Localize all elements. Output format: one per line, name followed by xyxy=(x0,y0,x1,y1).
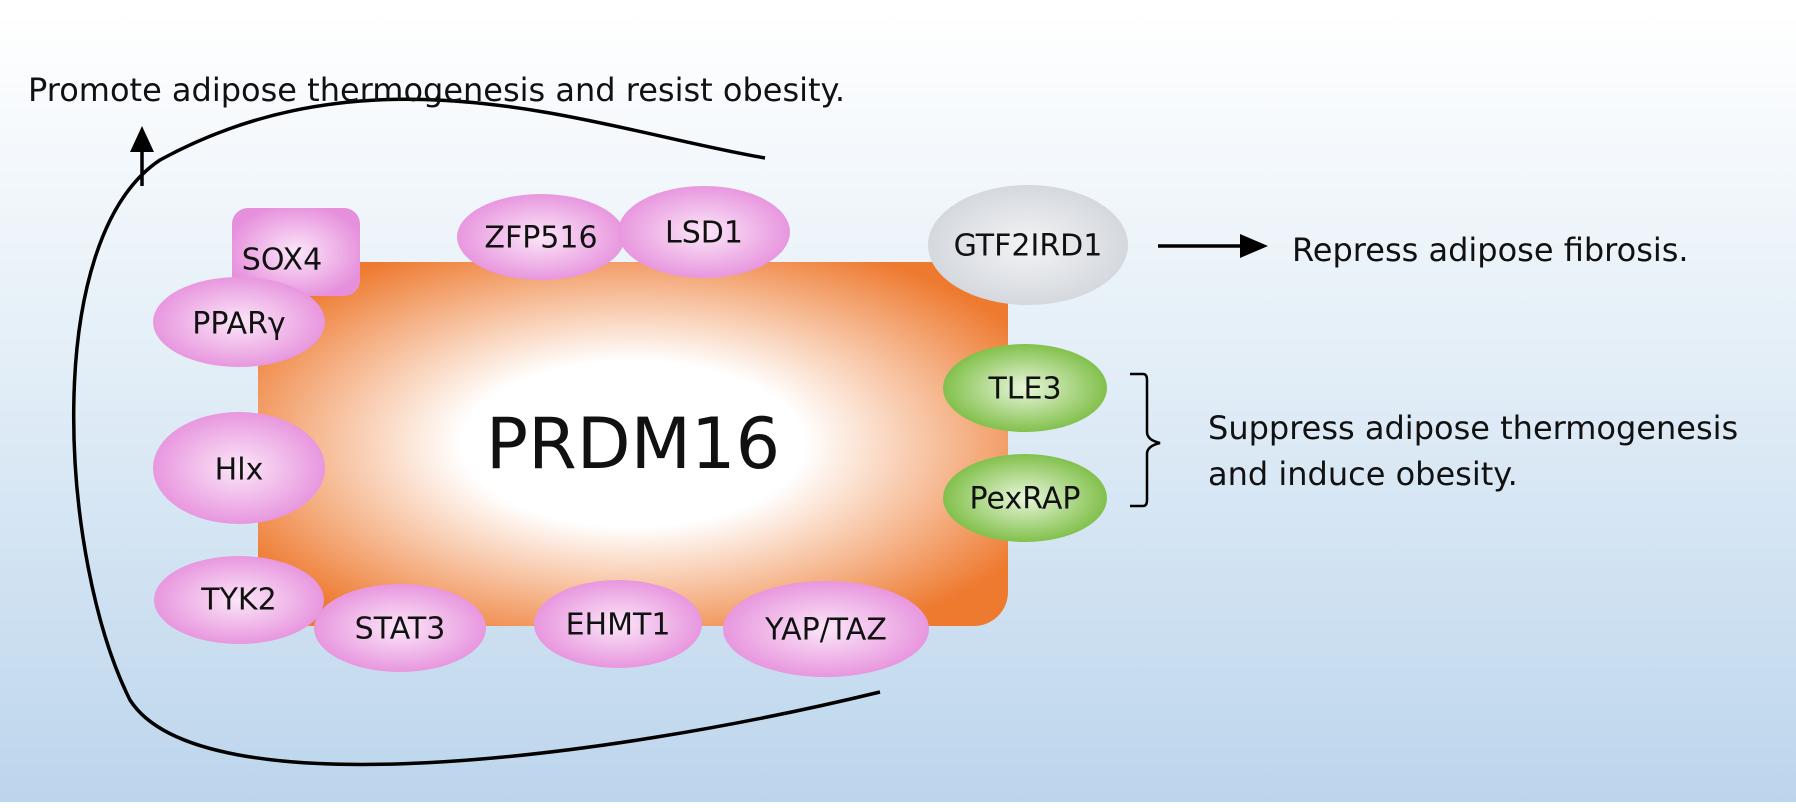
ehmt1-label: EHMT1 xyxy=(566,608,671,643)
sox4-label: SOX4 xyxy=(242,243,322,278)
yaptaz-node xyxy=(723,581,929,677)
stat3-node xyxy=(314,584,486,672)
yaptaz-label: YAP/TAZ xyxy=(764,613,887,648)
fibrosis-text: Repress adipose fibrosis. xyxy=(1292,231,1689,269)
lsd1-node xyxy=(618,186,790,278)
tle3-node xyxy=(943,344,1107,432)
tyk2-label: TYK2 xyxy=(200,583,276,618)
hlx-node xyxy=(153,412,325,524)
sox4-node xyxy=(232,208,360,296)
feedback-loop-curve xyxy=(71,97,881,767)
ppar-node xyxy=(153,277,325,367)
top-heading: Promote adipose thermogenesis and resist… xyxy=(28,71,845,109)
tle3-pexrap-bracket xyxy=(1130,372,1161,508)
suppress-text-line2: and induce obesity. xyxy=(1208,455,1518,493)
tle3-label: TLE3 xyxy=(987,372,1061,407)
prdm16-core-box xyxy=(258,262,1008,626)
ppar-label: PPARγ xyxy=(192,307,285,342)
gtf2ird1-label: GTF2IRD1 xyxy=(954,229,1103,264)
zfp516-node xyxy=(457,194,625,280)
gtf2ird1-node xyxy=(928,185,1128,305)
pexrap-node xyxy=(943,454,1107,542)
stat3-label: STAT3 xyxy=(355,612,446,647)
suppress-text-line1: Suppress adipose thermogenesis xyxy=(1208,409,1738,447)
ehmt1-node xyxy=(534,580,702,668)
tyk2-node xyxy=(154,556,324,644)
hlx-label: Hlx xyxy=(215,453,264,488)
pexrap-label: PexRAP xyxy=(970,482,1081,517)
lsd1-label: LSD1 xyxy=(665,216,743,251)
prdm16-label: PRDM16 xyxy=(486,403,780,485)
zfp516-label: ZFP516 xyxy=(484,221,597,256)
up-arrow-icon xyxy=(130,126,154,152)
right-arrow-icon xyxy=(1240,234,1268,258)
